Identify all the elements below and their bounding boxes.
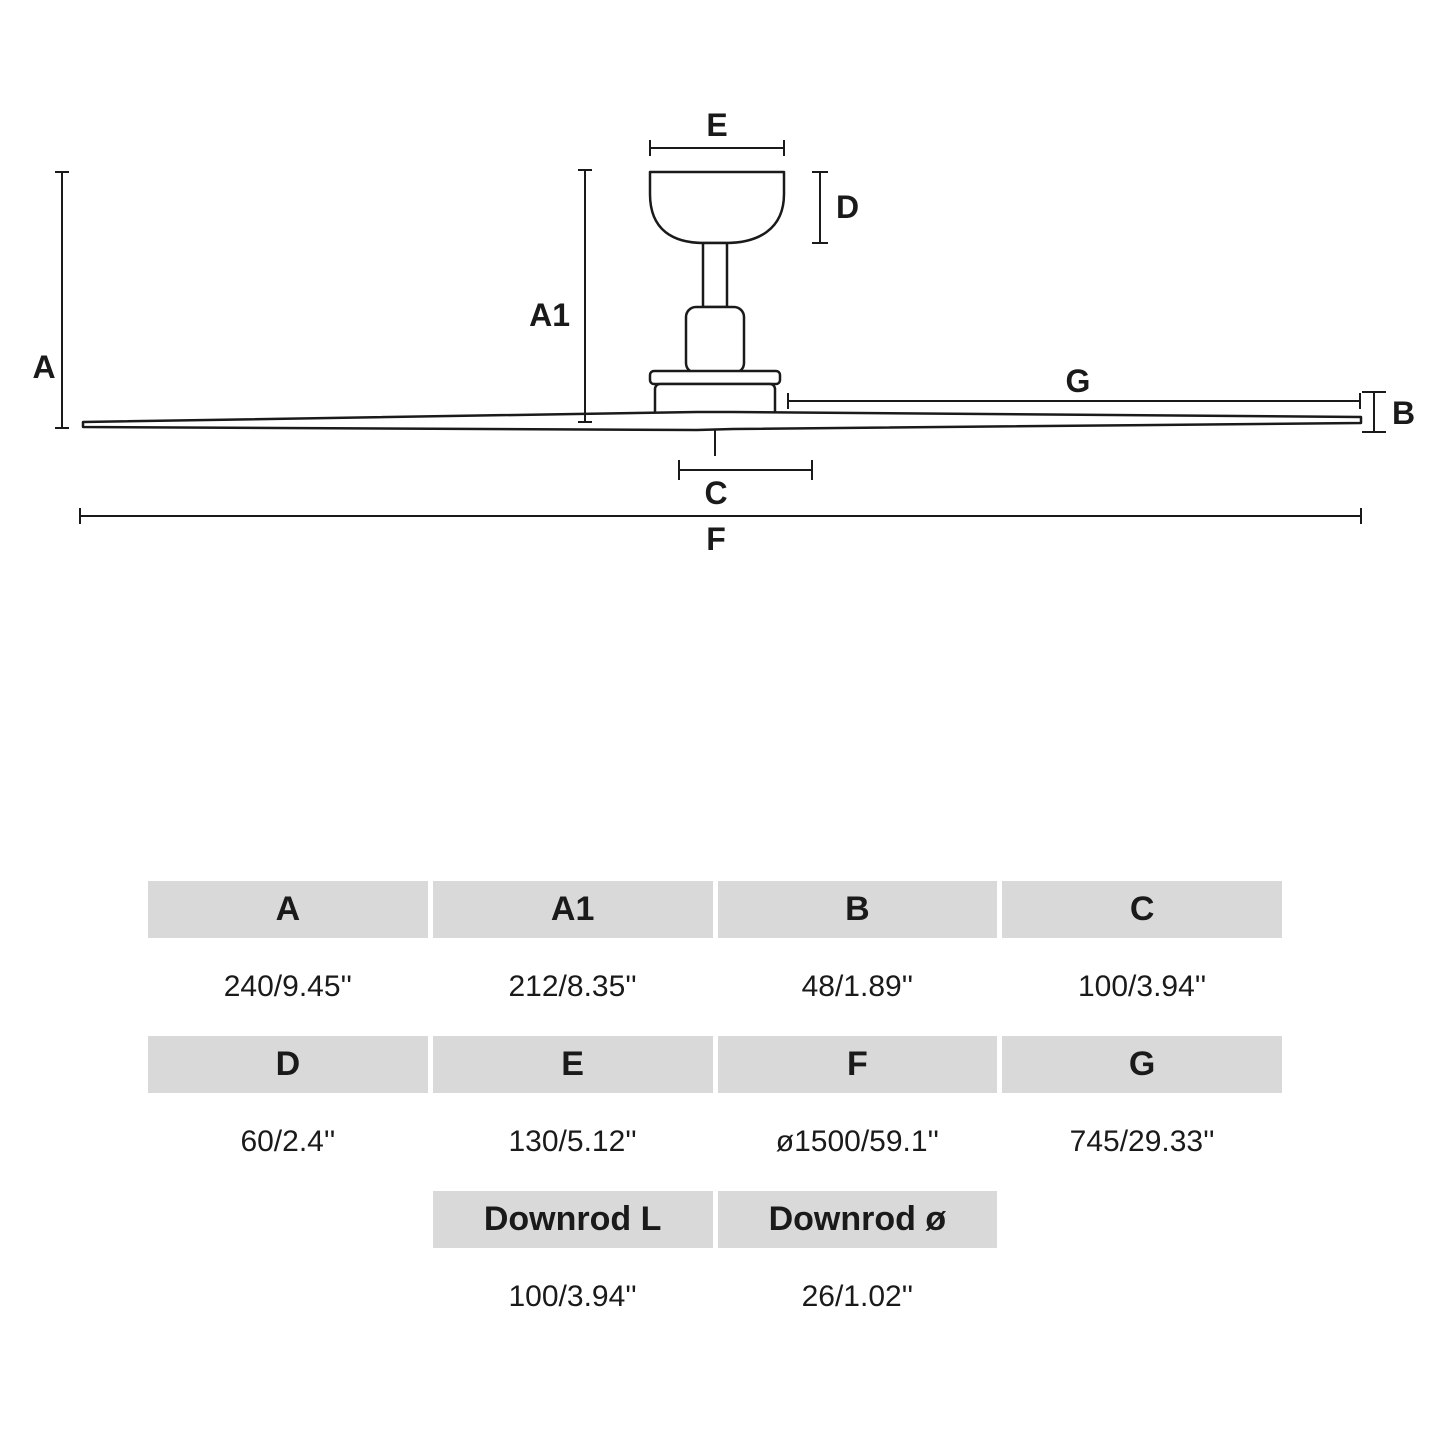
value-cell-downrod-dia: 26/1.02'': [717, 1248, 998, 1346]
value-cell-A1: 212/8.35'': [432, 938, 713, 1036]
dim-A-label: A: [32, 349, 55, 385]
value-cell-A: 240/9.45'': [148, 938, 428, 1036]
header-cell-D: D: [148, 1036, 428, 1093]
dimension-F: [79, 508, 1362, 524]
dimension-G: [787, 393, 1361, 409]
header-cell-downrod-dia: Downrod ø: [717, 1191, 998, 1248]
fan-dimension-diagram: E D A1 A G B C F: [0, 0, 1430, 620]
table-value-row-1: 240/9.45'' 212/8.35'' 48/1.89'' 100/3.94…: [148, 938, 1282, 1036]
header-cell-A1: A1: [432, 881, 713, 938]
dim-E-label: E: [706, 107, 727, 143]
value-cell-F: ø1500/59.1'': [717, 1093, 998, 1191]
table-header-row-2: D E F G: [148, 1036, 1282, 1093]
header-cell-C: C: [1002, 881, 1282, 938]
value-cell-E: 130/5.12'': [432, 1093, 713, 1191]
value-cell-D: 60/2.4'': [148, 1093, 428, 1191]
ceiling-canopy: [648, 170, 786, 245]
motor-housing: [684, 305, 746, 375]
dimension-D: [812, 171, 828, 244]
dim-G-label: G: [1066, 363, 1091, 399]
header-cell-downrod-l: Downrod L: [432, 1191, 713, 1248]
dimension-C: [678, 460, 813, 480]
value-cell-G: 745/29.33'': [1002, 1093, 1282, 1191]
dimension-A1: [578, 169, 592, 423]
dim-B-label: B: [1392, 395, 1415, 431]
dimension-E: [649, 140, 785, 156]
header-cell-B: B: [717, 881, 998, 938]
header-cell-G: G: [1002, 1036, 1282, 1093]
fan-blade: [81, 410, 1363, 432]
header-cell-F: F: [717, 1036, 998, 1093]
dim-F-label: F: [706, 521, 726, 557]
table-value-row-2: 60/2.4'' 130/5.12'' ø1500/59.1'' 745/29.…: [148, 1093, 1282, 1191]
header-cell-A: A: [148, 881, 428, 938]
table-header-row-3: Downrod L Downrod ø: [148, 1191, 1282, 1248]
dim-D-label: D: [836, 189, 859, 225]
fan-diagram-svg: E D A1 A G B C F: [32, 107, 1415, 557]
value-cell-B: 48/1.89'': [717, 938, 998, 1036]
value-cell-C: 100/3.94'': [1002, 938, 1282, 1036]
header-cell-E: E: [432, 1036, 713, 1093]
dim-C-label: C: [704, 475, 727, 511]
downrod: [701, 241, 729, 309]
motor-flange-band: [648, 369, 782, 386]
dimension-B: [1362, 391, 1386, 433]
dimension-table: A A1 B C 240/9.45'' 212/8.35'' 48/1.89''…: [148, 881, 1282, 1346]
dim-A1-label: A1: [529, 297, 570, 333]
table-header-row-1: A A1 B C: [148, 881, 1282, 938]
table-value-row-3: 100/3.94'' 26/1.02'': [148, 1248, 1282, 1346]
dimension-A: [55, 171, 69, 429]
value-cell-downrod-l: 100/3.94'': [432, 1248, 713, 1346]
